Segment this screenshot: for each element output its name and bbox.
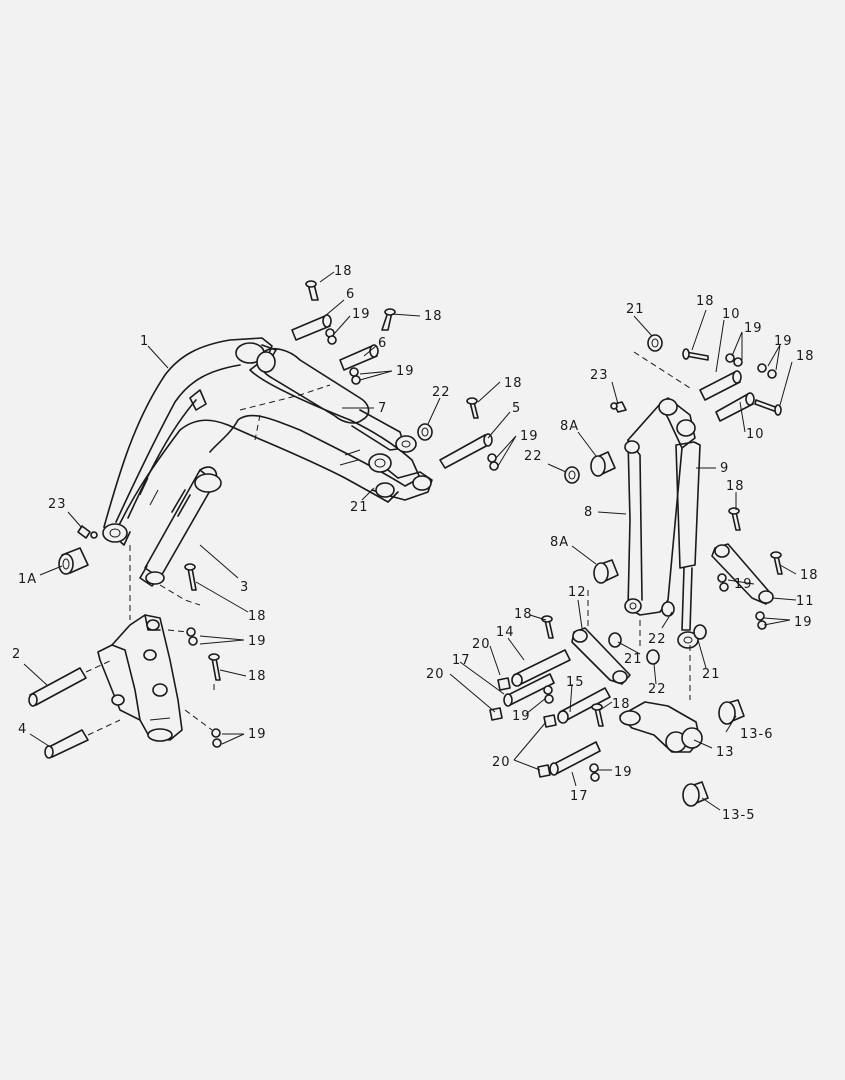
bushings-right <box>590 451 745 807</box>
label-10b: 10 <box>746 427 765 442</box>
label-19-g: 19 <box>774 334 793 349</box>
pin-2 <box>28 659 113 707</box>
label-21-d: 21 <box>702 667 721 682</box>
label-7: 7 <box>378 401 387 416</box>
label-18-f: 18 <box>696 294 715 309</box>
label-14: 14 <box>496 625 515 640</box>
leader-lines <box>23 271 797 811</box>
label-20-a: 20 <box>472 637 491 652</box>
label-10a: 10 <box>722 307 741 322</box>
bushing-1a <box>58 547 89 575</box>
label-8: 8 <box>584 505 593 520</box>
label-18-k: 18 <box>612 697 631 712</box>
label-6a: 6 <box>346 287 355 302</box>
label-17a: 17 <box>452 653 471 668</box>
label-19-c: 19 <box>520 429 539 444</box>
label-19-i: 19 <box>794 615 813 630</box>
label-18-b: 18 <box>424 309 443 324</box>
label-22-a: 22 <box>432 385 451 400</box>
pins-right <box>503 370 755 776</box>
label-23-a: 23 <box>48 497 67 512</box>
label-8a-bot: 8A <box>550 535 569 550</box>
label-5: 5 <box>512 401 521 416</box>
swing-bracket <box>97 614 183 742</box>
arm-cylinder <box>256 348 417 453</box>
label-4: 4 <box>18 722 27 737</box>
label-23-b: 23 <box>590 368 609 383</box>
label-21-b: 21 <box>626 302 645 317</box>
boom <box>102 337 433 546</box>
pin-4 <box>44 719 121 759</box>
label-19-h: 19 <box>734 577 753 592</box>
label-19-f: 19 <box>744 321 763 336</box>
label-19-j: 19 <box>512 709 531 724</box>
label-12: 12 <box>568 585 587 600</box>
label-1a: 1A <box>18 572 37 587</box>
link-13 <box>619 701 703 753</box>
label-9: 9 <box>720 461 729 476</box>
label-18-a: 18 <box>334 264 353 279</box>
label-6b: 6 <box>378 336 387 351</box>
label-18-c: 18 <box>504 376 523 391</box>
label-20-b: 20 <box>426 667 445 682</box>
label-19-a: 19 <box>352 307 371 322</box>
label-20-c: 20 <box>492 755 511 770</box>
label-15: 15 <box>566 675 585 690</box>
link-11 <box>711 543 774 605</box>
label-18-d: 18 <box>248 609 267 624</box>
label-22-d: 22 <box>648 682 667 697</box>
link-12 <box>571 627 631 685</box>
label-18-g: 18 <box>796 349 815 364</box>
label-19-e: 19 <box>248 727 267 742</box>
label-22-c: 22 <box>648 632 667 647</box>
label-3: 3 <box>240 580 249 595</box>
label-13-5: 13-5 <box>722 808 756 823</box>
label-1: 1 <box>140 334 149 349</box>
label-21-c: 21 <box>624 652 643 667</box>
label-18-j: 18 <box>514 607 533 622</box>
label-19-k: 19 <box>614 765 633 780</box>
label-22-b: 22 <box>524 449 543 464</box>
label-18-i: 18 <box>800 568 819 583</box>
label-8a-top: 8A <box>560 419 579 434</box>
grease-nipple-left <box>77 525 98 539</box>
fasteners-right <box>489 334 783 782</box>
arm <box>624 397 696 616</box>
label-19-d: 19 <box>248 634 267 649</box>
label-2: 2 <box>12 647 21 662</box>
label-19-b: 19 <box>396 364 415 379</box>
label-17b: 17 <box>570 789 589 804</box>
label-13: 13 <box>716 745 735 760</box>
label-18-h: 18 <box>726 479 745 494</box>
label-18-e: 18 <box>248 669 267 684</box>
part-number-labels: 1 1A 2 3 4 5 6 6 7 8 8A 8A 9 10 10 11 12… <box>12 264 819 823</box>
label-13-6: 13-6 <box>740 727 774 742</box>
bucket-cylinder <box>675 441 701 649</box>
label-21-a: 21 <box>350 500 369 515</box>
fasteners-left <box>167 280 499 748</box>
label-11: 11 <box>796 594 815 609</box>
boom-cylinder <box>139 466 222 587</box>
